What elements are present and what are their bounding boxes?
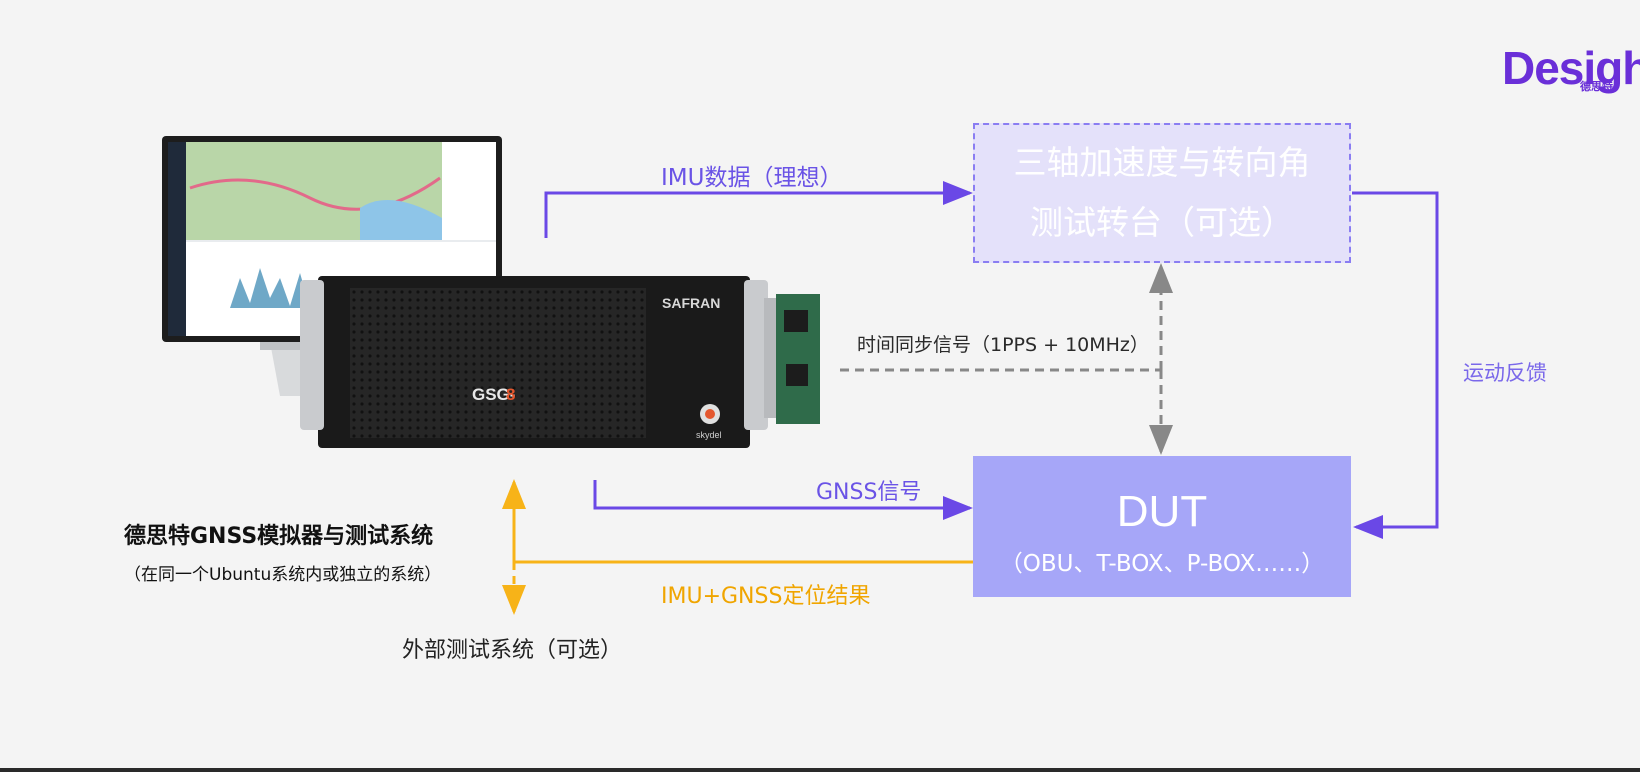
motion-feedback-arrow [1352,191,1439,539]
bottom-rule [0,768,1640,772]
external-system-label: 外部测试系统（可选） [402,638,623,663]
system-note: （在同一个Ubuntu系统内或独立的系统） [124,565,442,585]
skydel-logo: skydel [696,430,722,440]
gnss-signal-arrow [593,480,973,520]
gsg8-simulator: GSG- 8 SAFRAN skydel [300,276,768,448]
dut-subtitle: （OBU、T-BOX、P-BOX……） [999,551,1325,577]
model-prefix: GSG- [472,385,515,404]
safran-logo: SAFRAN [662,295,720,311]
dut-box: DUT （OBU、T-BOX、P-BOX……） [973,456,1351,597]
turntable-box: 三轴加速度与转向角 测试转台（可选） [973,123,1351,263]
desight-logo: Desight 德思特 [1484,22,1640,94]
turntable-title-line2: 测试转台（可选） [1030,203,1294,242]
imu-data-arrow [544,181,973,238]
hardware-illustration: GSG- 8 SAFRAN skydel [162,136,820,448]
motion-feedback-label: 运动反馈 [1463,361,1547,385]
gnss-signal-label: GNSS信号 [816,480,922,505]
logo-subtitle: 德思特 [1580,80,1613,93]
imu-data-label: IMU数据（理想） [661,165,843,191]
imu-gnss-result-label: IMU+GNSS定位结果 [661,584,871,609]
logo-wordmark: Desight [1502,42,1640,94]
turntable-title-line1: 三轴加速度与转向角 [1013,143,1311,182]
time-sync-label: 时间同步信号（1PPS + 10MHz） [857,334,1149,356]
system-title: 德思特GNSS模拟器与测试系统 [124,524,434,549]
pcie-sync-card [764,294,820,424]
model-number: 8 [506,385,515,404]
dut-title: DUT [1116,487,1208,536]
